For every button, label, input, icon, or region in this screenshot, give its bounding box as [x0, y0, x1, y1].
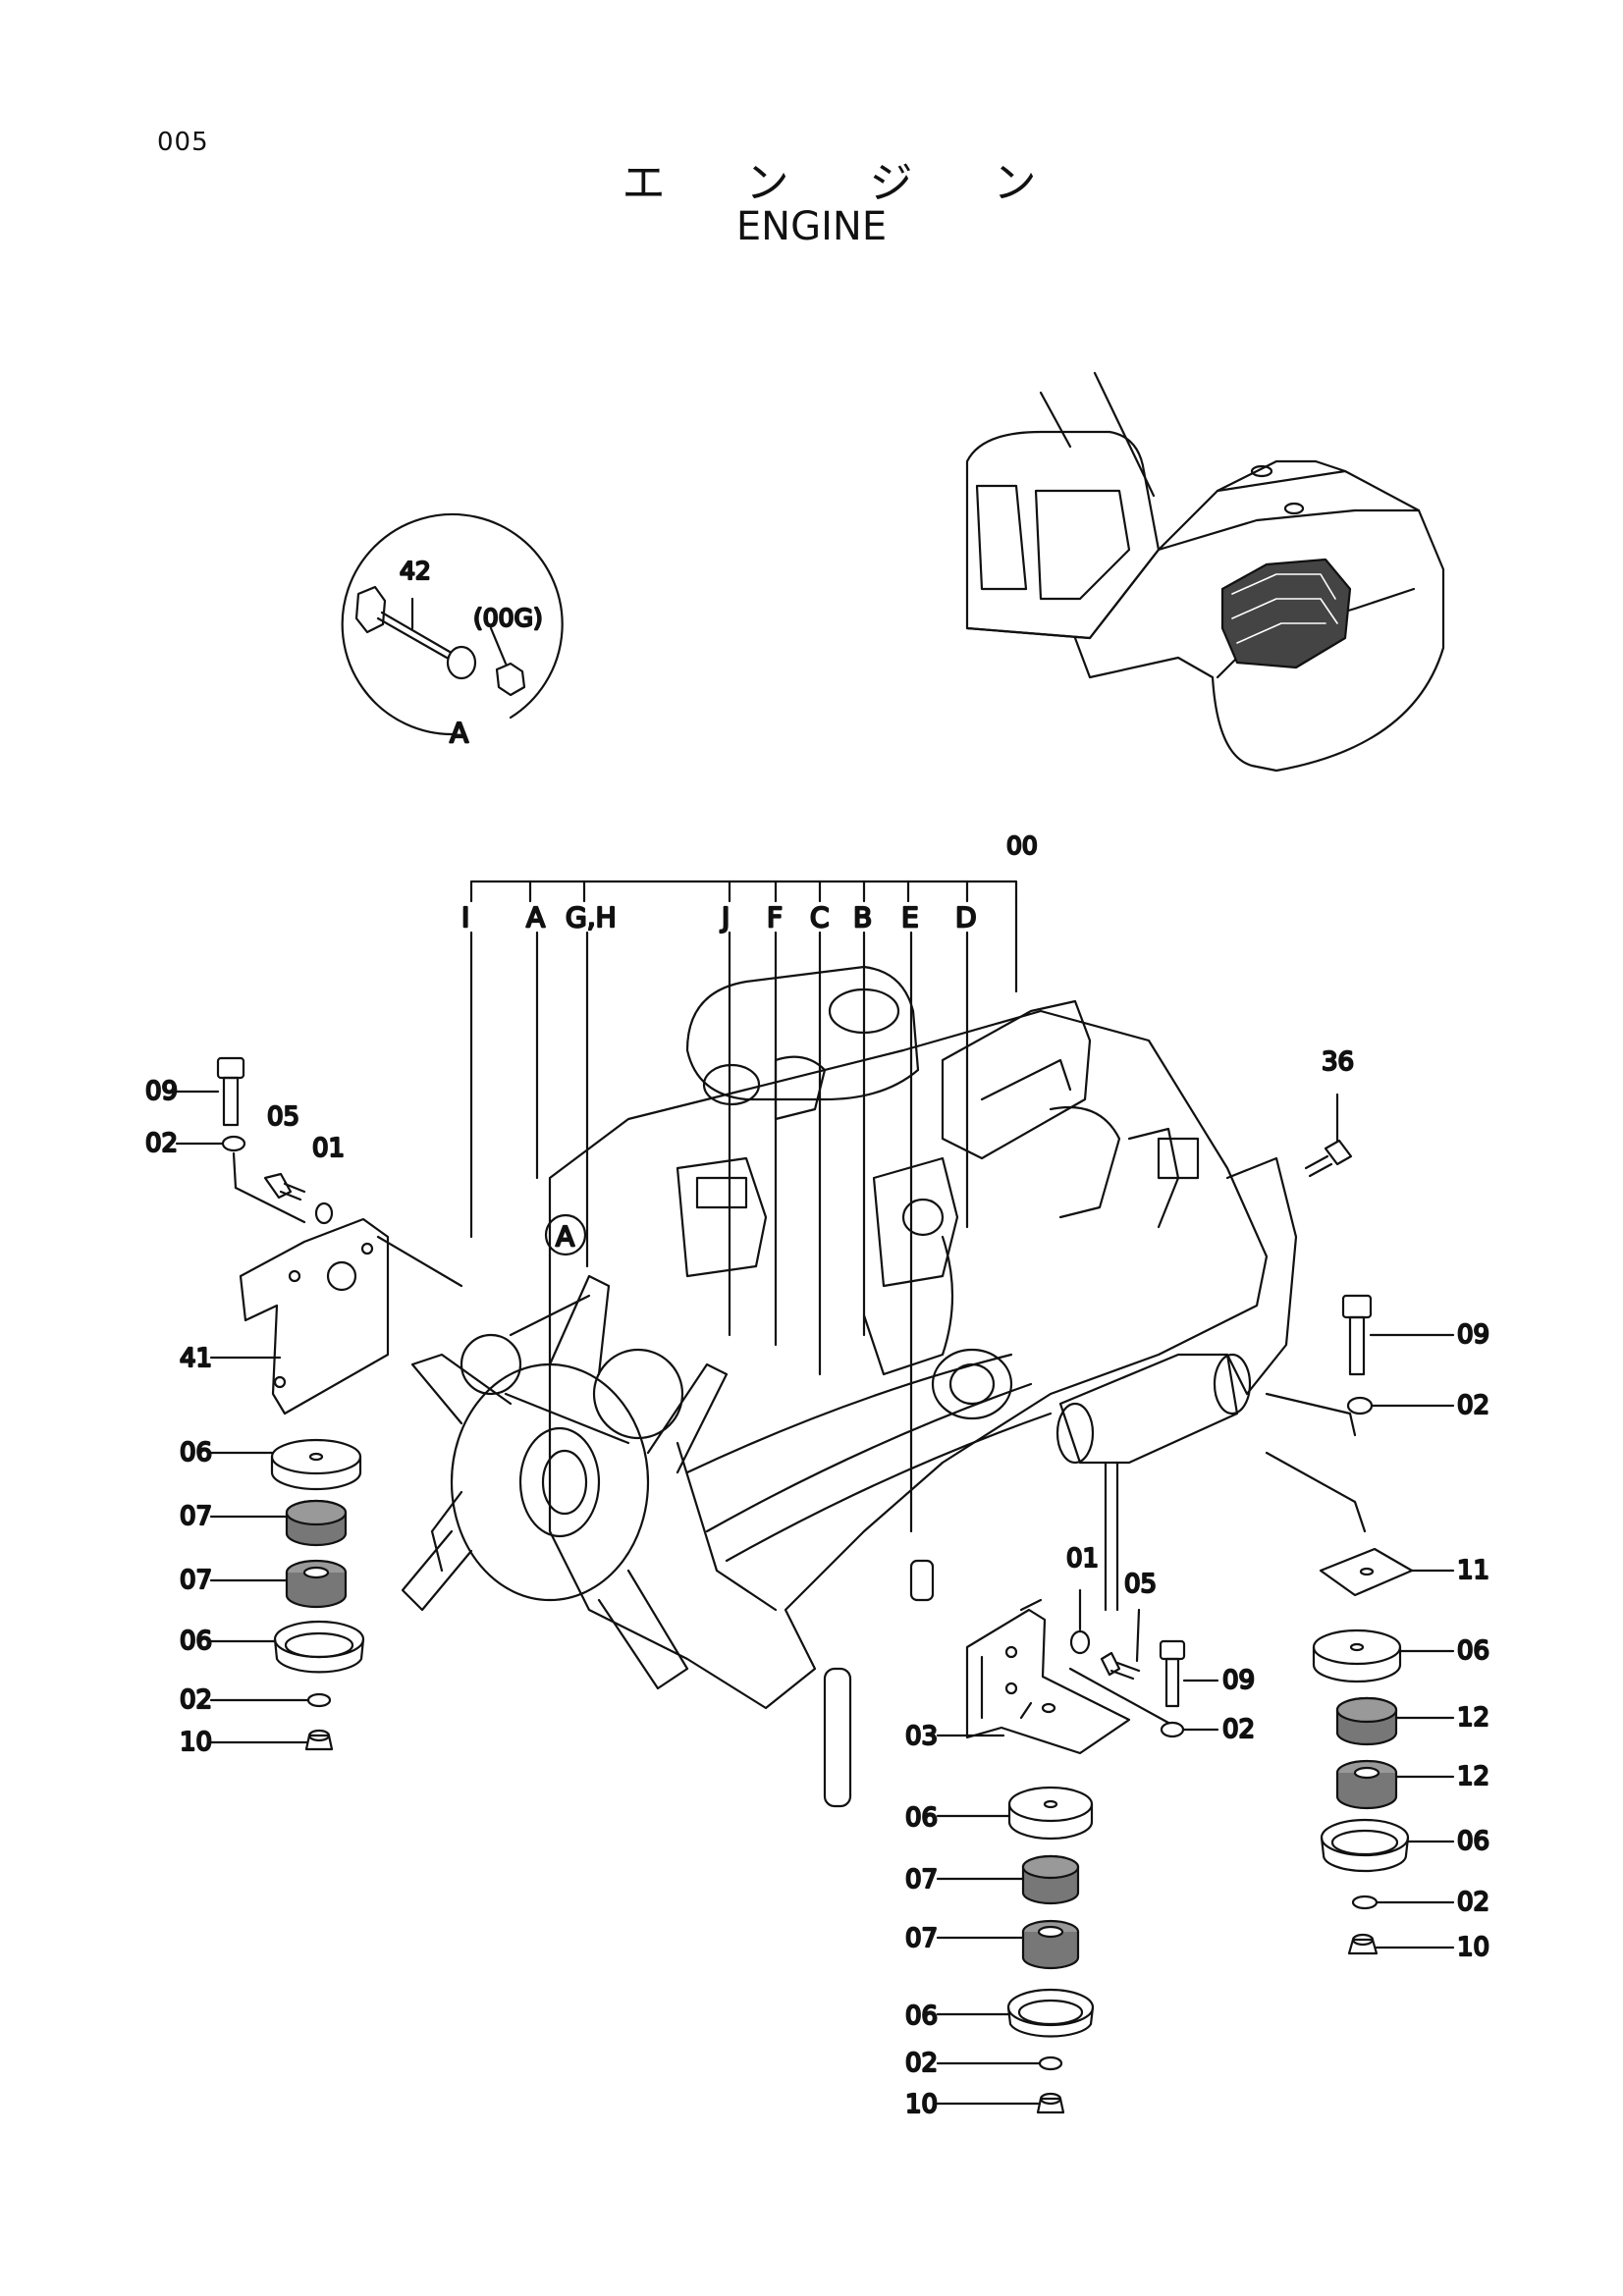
letter-label-d: D — [955, 901, 977, 934]
left-bolt2-label: 05 — [267, 1102, 299, 1132]
center-rubber2-label: 07 — [905, 1924, 938, 1953]
letter-label-j: J — [720, 901, 730, 934]
center-washer-bottom-label: 02 — [905, 2049, 938, 2078]
right-cap-bottom-label: 06 — [1457, 1827, 1489, 1856]
letter-label-i: I — [461, 901, 469, 934]
left-cap-bottom-label: 06 — [180, 1627, 212, 1656]
center-washer-b-label: 02 — [1222, 1715, 1255, 1744]
title-english: ENGINE — [735, 204, 888, 249]
left-nut-label: 10 — [180, 1728, 212, 1757]
letter-label-gh: G,H — [566, 901, 617, 934]
detail-ref-label: A — [450, 717, 468, 749]
center-bracket-label: 03 — [905, 1722, 938, 1751]
left-bracket-label: 41 — [180, 1344, 212, 1373]
right-nut-label: 10 — [1457, 1933, 1489, 1962]
left-bolt-label: 09 — [145, 1077, 178, 1106]
center-cap-bottom-label: 06 — [905, 2002, 938, 2031]
right-washer-top-label: 02 — [1457, 1391, 1489, 1420]
left-mount-group — [175, 1056, 463, 1751]
letter-label-a: A — [526, 901, 545, 934]
center-washer-a-label: 01 — [1066, 1544, 1099, 1574]
left-rubber1-label: 07 — [180, 1502, 212, 1531]
right-rubber2-label: 12 — [1457, 1762, 1489, 1791]
excavator-location-illustration — [965, 371, 1445, 773]
letter-label-b: B — [853, 901, 872, 934]
letter-label-e: E — [901, 901, 919, 934]
letter-label-f: F — [767, 901, 783, 934]
left-rubber2-label: 07 — [180, 1566, 212, 1595]
right-bolt-top-label: 36 — [1322, 1047, 1354, 1077]
center-cap-top-label: 06 — [905, 1803, 938, 1833]
engine-drawing — [401, 965, 1298, 1808]
center-mount-group — [936, 1588, 1219, 2114]
right-washer-bottom-label: 02 — [1457, 1888, 1489, 1917]
left-washer2-label: 01 — [312, 1134, 345, 1163]
page-number: 005 — [157, 128, 209, 157]
detail-group-label: (00G) — [473, 604, 543, 632]
center-nut-label: 10 — [905, 2090, 938, 2119]
engine-main-label: 00 — [1006, 831, 1038, 860]
engine-circle-label: A — [556, 1220, 574, 1253]
left-cap-top-label: 06 — [180, 1438, 212, 1468]
center-bolt-a-label: 05 — [1124, 1570, 1157, 1599]
right-cap-top-label: 06 — [1457, 1636, 1489, 1666]
right-mount-group — [1265, 1093, 1455, 1955]
letter-label-c: C — [810, 901, 830, 934]
title-japanese: エ ン ジ ン — [622, 158, 1070, 208]
detail-a-circle — [341, 512, 564, 736]
right-bolt-label: 09 — [1457, 1320, 1489, 1350]
center-rubber1-label: 07 — [905, 1865, 938, 1895]
left-washer-bottom-label: 02 — [180, 1685, 212, 1715]
right-plate-label: 11 — [1457, 1556, 1489, 1585]
detail-part-label: 42 — [400, 557, 431, 585]
left-washer-top-label: 02 — [145, 1129, 178, 1158]
center-bolt-b-label: 09 — [1222, 1666, 1255, 1695]
right-rubber1-label: 12 — [1457, 1703, 1489, 1733]
